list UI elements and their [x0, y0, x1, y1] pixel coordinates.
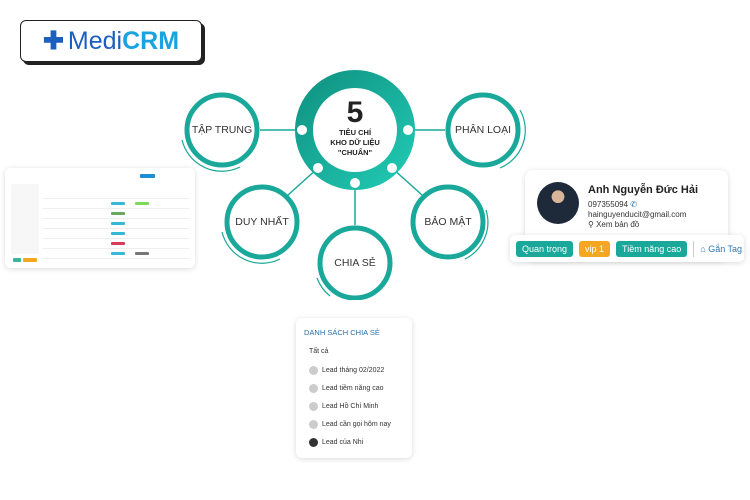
contact-phone: 097355094	[588, 200, 629, 209]
user-icon	[309, 384, 318, 393]
map-pin-icon: ⚲	[588, 220, 594, 229]
item-label: Lead Hồ Chí Minh	[322, 403, 379, 410]
item-label: Lead tháng 02/2022	[322, 367, 385, 374]
label-bao-mat: BẢO MẬT	[424, 216, 472, 228]
center-line2: KHO DỮ LIỆU	[330, 138, 380, 147]
phone-icon[interactable]: ✆	[630, 200, 637, 209]
share-item-all[interactable]: Tất cả	[309, 348, 328, 355]
map-link[interactable]: Xem bản đồ	[596, 220, 640, 229]
node-tap-trung	[184, 92, 260, 168]
logo-crm: CRM	[122, 26, 180, 55]
center-line3: "CHUẨN"	[337, 148, 373, 157]
share-item[interactable]: Lead tháng 02/2022	[309, 366, 384, 375]
share-list-title: DANH SÁCH CHIA SẺ	[304, 328, 380, 337]
share-item[interactable]: Lead Hồ Chí Minh	[309, 402, 378, 411]
item-label: Lead tiềm năng cao	[322, 385, 384, 392]
tag-vip[interactable]: vip 1	[579, 240, 611, 257]
add-tag-button[interactable]: ⌂ Gắn Tag	[700, 244, 742, 254]
node-duy-nhat	[224, 184, 300, 260]
criteria-count: 5	[346, 96, 364, 129]
item-label: Lead của Nhi	[322, 439, 364, 446]
node-chia-se	[317, 225, 393, 300]
share-item[interactable]: Lead của Nhi	[309, 438, 363, 447]
center-line1: TIÊU CHÍ	[338, 128, 372, 137]
label-tap-trung: TẬP TRUNG	[191, 124, 253, 136]
item-label: Tất cả	[309, 348, 329, 355]
label-phan-loai: PHÂN LOẠI	[454, 124, 512, 136]
label-duy-nhat: DUY NHẤT	[235, 216, 289, 228]
divider	[693, 240, 695, 257]
item-label: Lead cần gọi hôm nay	[322, 421, 391, 428]
contact-email: hainguyenducit@gmail.com	[588, 210, 687, 219]
avatar	[537, 182, 579, 224]
share-list-panel: DANH SÁCH CHIA SẺ Tất cả Lead tháng 02/2…	[296, 318, 412, 458]
center-label: 5 TIÊU CHÍ KHO DỮ LIỆU "CHUẨN"	[315, 98, 395, 158]
label-chia-se: CHIA SẺ	[334, 257, 376, 269]
plus-logo-icon: ✚	[42, 27, 64, 55]
user-icon	[309, 402, 318, 411]
user-icon	[309, 420, 318, 429]
node-phan-loai	[445, 92, 521, 168]
share-item[interactable]: Lead cần gọi hôm nay	[309, 420, 391, 429]
tag-icon: ⌂	[700, 243, 706, 254]
node-bao-mat	[410, 184, 486, 260]
contact-name: Anh Nguyễn Đức Hải	[588, 184, 699, 196]
user-avatar-icon	[309, 438, 318, 447]
user-icon	[309, 366, 318, 375]
share-item[interactable]: Lead tiềm năng cao	[309, 384, 384, 393]
tag-tiem-nang[interactable]: Tiềm năng cao	[616, 240, 688, 257]
criteria-diagram	[181, 70, 526, 300]
tag-bar: Quan trọng vip 1 Tiềm năng cao ⌂ Gắn Tag	[510, 235, 744, 262]
add-tag-label: Gắn Tag	[708, 243, 743, 254]
lead-table-thumbnail	[5, 168, 195, 268]
logo-medi: Medi	[67, 26, 123, 55]
tag-quan-trong[interactable]: Quan trọng	[516, 240, 574, 257]
